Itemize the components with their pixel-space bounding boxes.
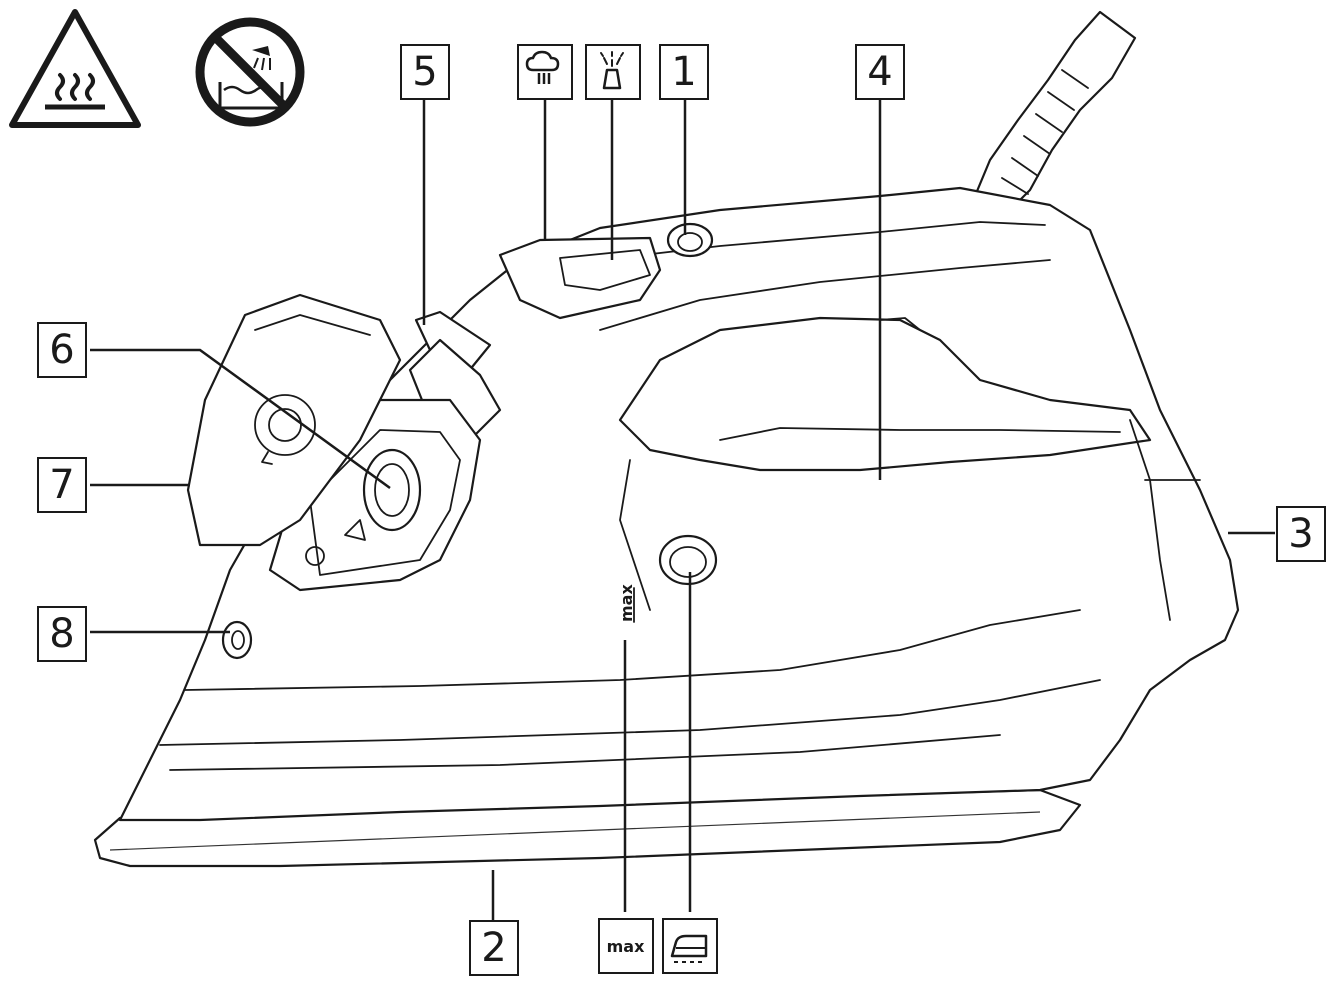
callout-8: 8 xyxy=(37,606,87,662)
tank-max-marking: max xyxy=(617,584,636,622)
top-controls xyxy=(498,222,714,320)
callout-7: 7 xyxy=(37,457,87,513)
handle-opening xyxy=(618,316,1152,472)
callout-6: 6 xyxy=(37,322,87,378)
iron-temperature-icon xyxy=(670,934,708,963)
temperature-dial xyxy=(658,534,718,586)
max-fill-label: max xyxy=(607,937,645,956)
steam-burst-symbol xyxy=(517,44,573,100)
max-fill-symbol: max xyxy=(598,918,654,974)
spray-symbol xyxy=(585,44,641,100)
callout-5: 5 xyxy=(400,44,450,100)
callout-3: 3 xyxy=(1276,506,1326,562)
callout-1: 1 xyxy=(659,44,709,100)
front-panel xyxy=(268,398,482,592)
leader-lines xyxy=(90,92,1275,920)
steam-burst-icon xyxy=(525,50,560,84)
water-filler-cap xyxy=(186,293,402,547)
spray-icon xyxy=(600,51,624,90)
iron-setting-symbol xyxy=(662,918,718,974)
callout-4: 4 xyxy=(855,44,905,100)
callout-2: 2 xyxy=(469,920,519,976)
no-water-immersion-icon xyxy=(195,17,305,127)
hot-surface-warning-icon xyxy=(9,9,141,128)
power-cord xyxy=(973,10,1137,212)
spray-nozzle xyxy=(221,620,253,660)
